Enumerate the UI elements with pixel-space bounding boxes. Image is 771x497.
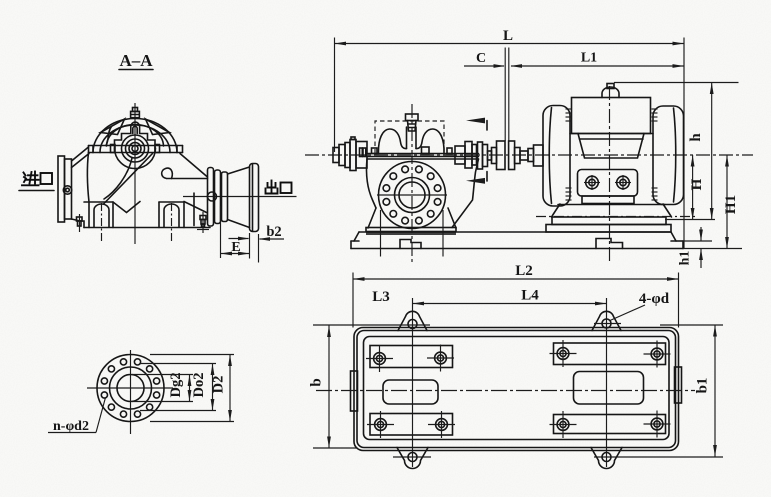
svg-text:H1: H1 xyxy=(723,195,739,214)
svg-text:b: b xyxy=(309,378,325,386)
svg-text:A–A: A–A xyxy=(119,51,153,70)
svg-text:L2: L2 xyxy=(515,263,533,279)
svg-text:L: L xyxy=(503,28,513,44)
svg-text:L3: L3 xyxy=(372,289,390,305)
svg-text:b1: b1 xyxy=(695,378,711,394)
svg-text:h1: h1 xyxy=(678,251,693,266)
svg-text:h: h xyxy=(688,133,704,142)
svg-text:b2: b2 xyxy=(266,224,281,240)
svg-text:Do2: Do2 xyxy=(191,373,207,398)
svg-text:Dg2: Dg2 xyxy=(168,373,184,398)
svg-text:n-φd2: n-φd2 xyxy=(53,419,89,434)
svg-text:E: E xyxy=(231,240,240,255)
svg-text:D2: D2 xyxy=(211,376,227,394)
svg-text:L1: L1 xyxy=(581,51,597,66)
svg-text:4-φd: 4-φd xyxy=(639,291,670,307)
svg-text:H: H xyxy=(689,178,705,190)
svg-text:C: C xyxy=(476,51,486,66)
svg-text:L4: L4 xyxy=(521,288,539,304)
